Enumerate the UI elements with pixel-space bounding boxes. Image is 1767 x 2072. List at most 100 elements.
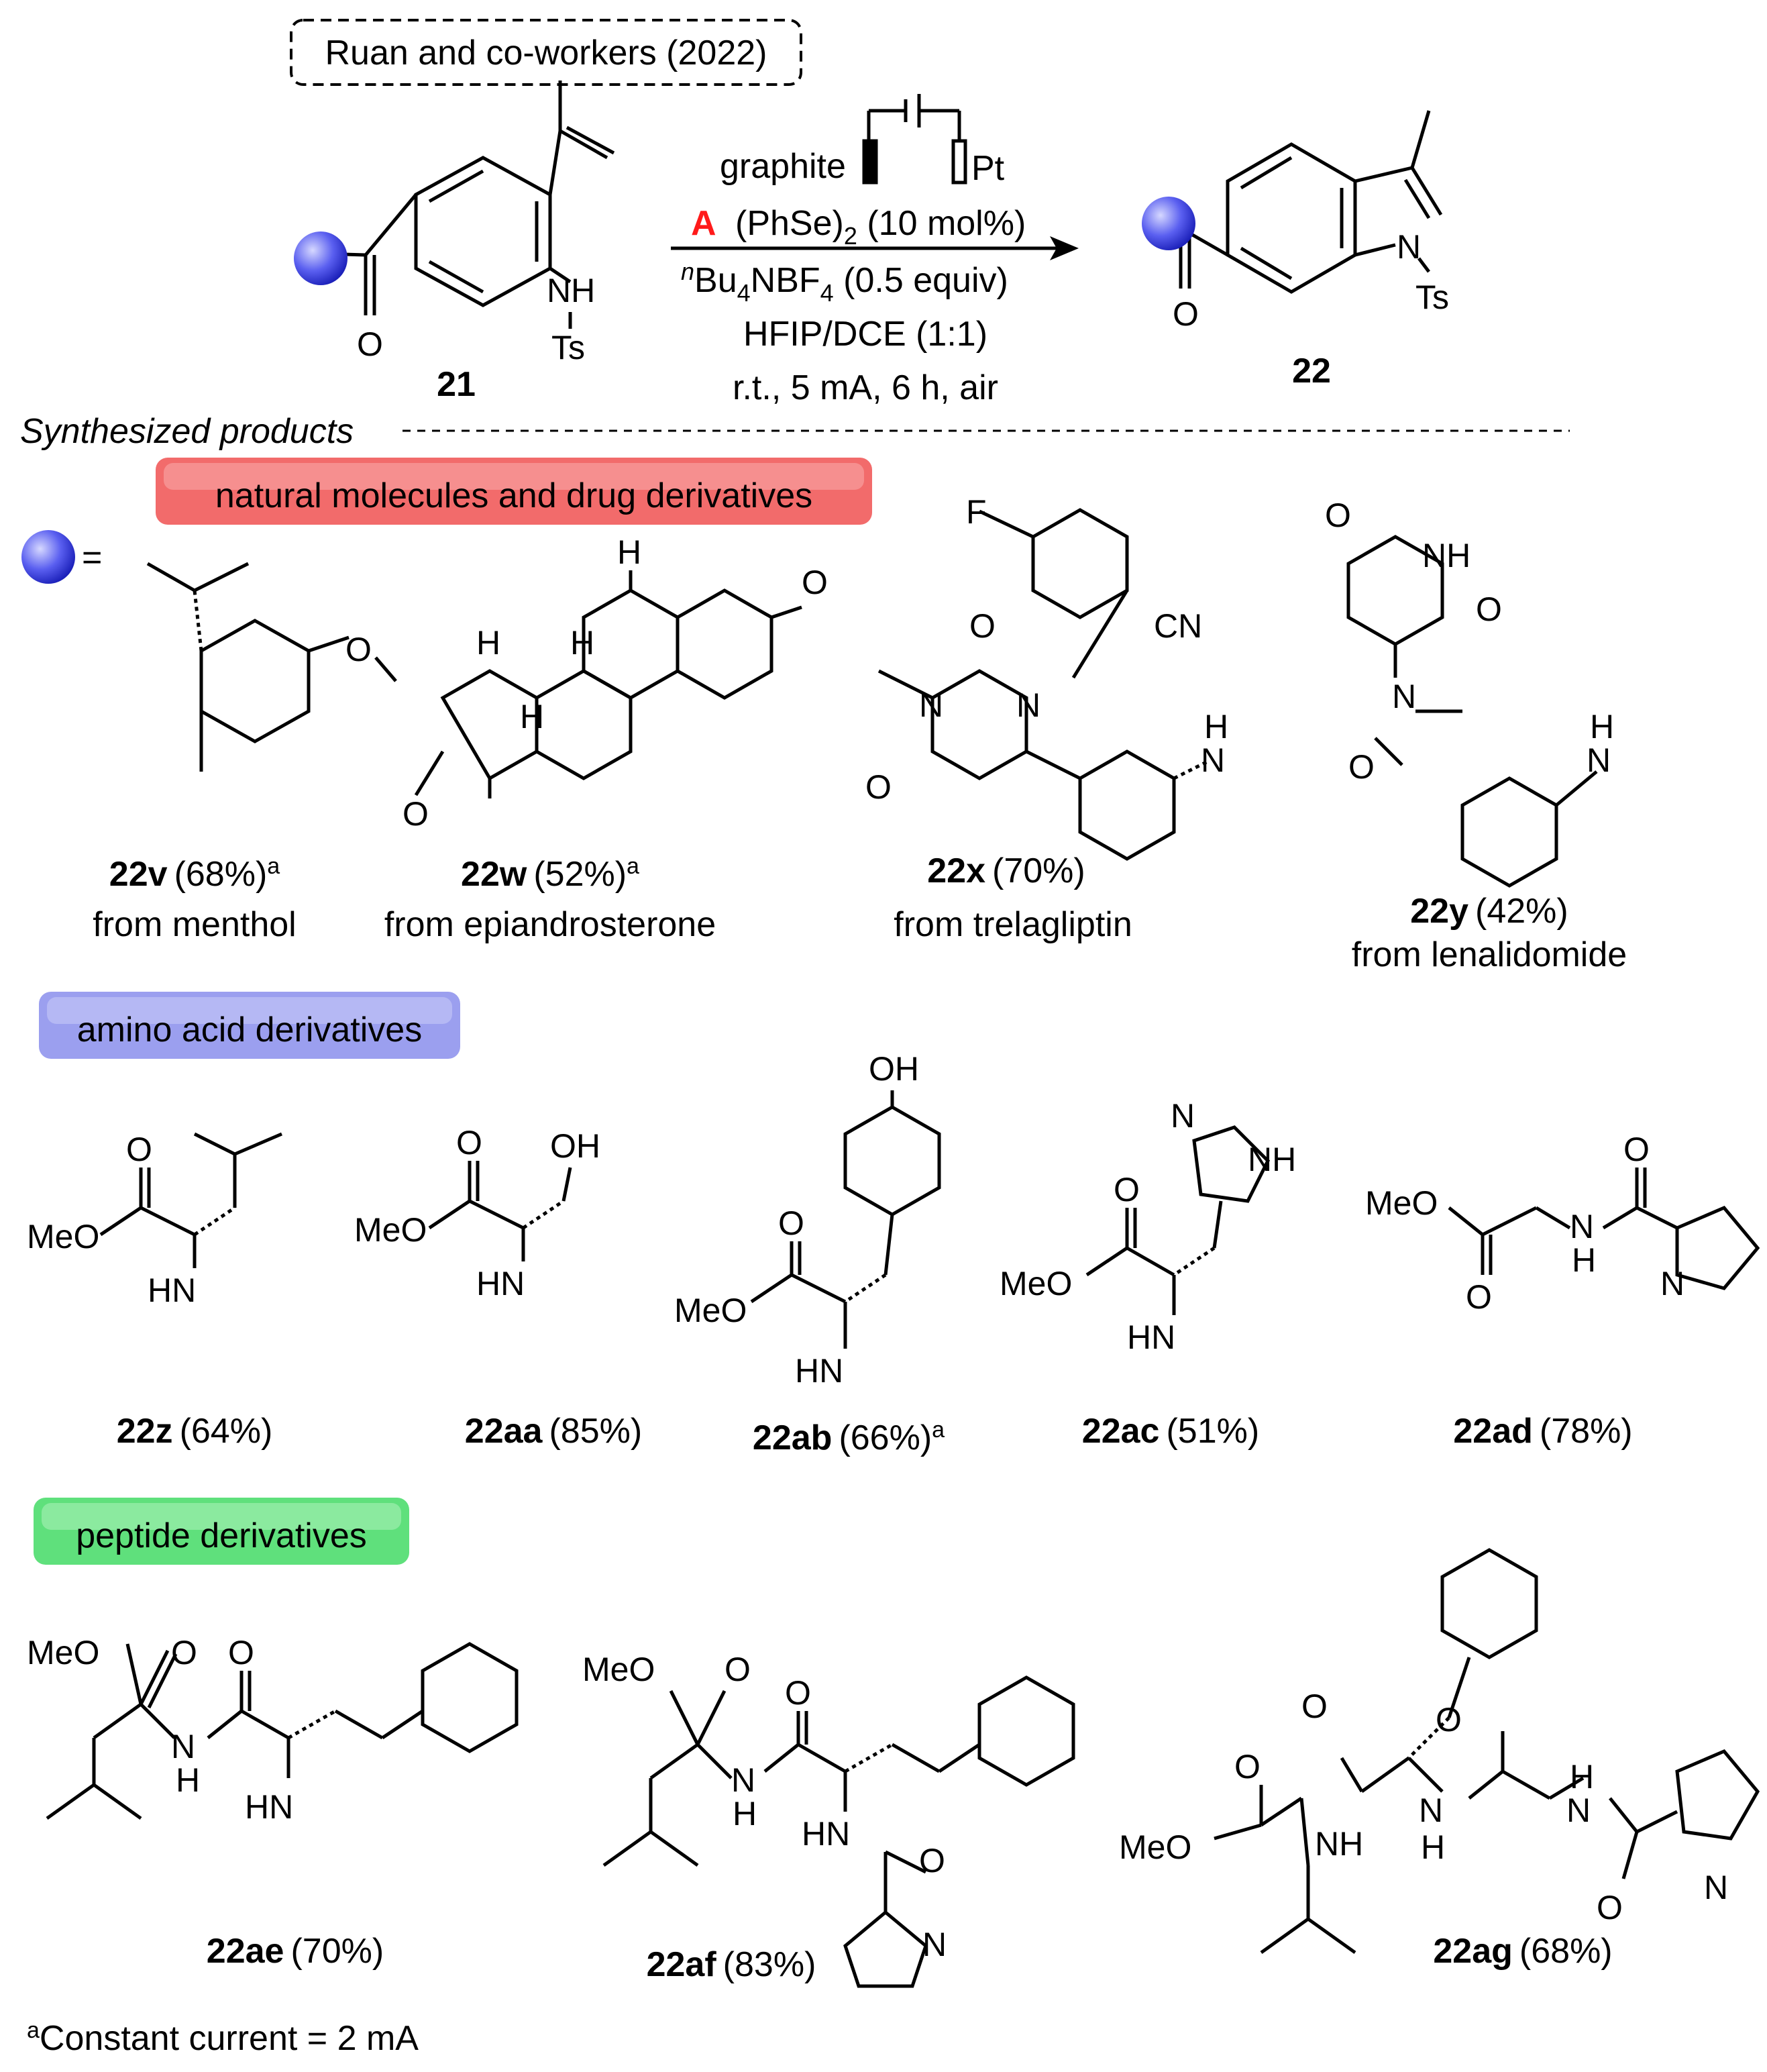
atom-o: O xyxy=(1234,1748,1261,1785)
atom-meo: MeO xyxy=(582,1651,655,1688)
atom-n: N xyxy=(1660,1265,1684,1302)
atom-h: H xyxy=(733,1795,757,1832)
atom-n: N xyxy=(1201,741,1225,779)
condition-misc: r.t., 5 mA, 6 h, air xyxy=(733,368,998,407)
atom-h: H xyxy=(1570,1758,1594,1796)
header-title: Ruan and co-workers (2022) xyxy=(325,34,767,72)
svg-text:from menthol: from menthol xyxy=(93,905,296,944)
atom-o: O xyxy=(1476,590,1502,628)
atom-hn: HN xyxy=(245,1788,293,1826)
electrode-diagram xyxy=(862,94,967,185)
condition-salt: nBu4NBF4 (0.5 equiv) xyxy=(681,258,1008,307)
atom-n: N xyxy=(1016,686,1040,724)
product-ball-icon xyxy=(1142,197,1195,250)
atom-hn: HN xyxy=(148,1272,196,1309)
atom-meo: MeO xyxy=(1000,1265,1072,1302)
atom-meo: MeO xyxy=(354,1211,427,1249)
svg-text:from epiandrosterone: from epiandrosterone xyxy=(384,905,716,944)
reactant-nh: NH xyxy=(547,272,595,309)
atom-h: H xyxy=(617,533,641,571)
atom-hn: HN xyxy=(795,1352,843,1390)
atom-cn: CN xyxy=(1154,607,1202,645)
atom-o: O xyxy=(969,607,996,645)
atom-h: H xyxy=(520,698,544,735)
product-label-22ad: 22ad(78%) xyxy=(1453,1412,1632,1451)
atom-h: H xyxy=(1572,1241,1596,1279)
atom-o: O xyxy=(345,631,372,668)
amino-structures xyxy=(99,1090,1760,1349)
atom-o: O xyxy=(1301,1688,1328,1725)
product-label-22v: 22v(68%)a from menthol xyxy=(93,853,296,944)
atom-o: O xyxy=(403,795,429,833)
atom-h: H xyxy=(176,1761,200,1799)
product-label-22ac: 22ac(51%) xyxy=(1082,1412,1259,1451)
atom-o: O xyxy=(725,1651,751,1688)
atom-n: N xyxy=(1171,1097,1195,1135)
atom-o: O xyxy=(126,1131,152,1168)
atom-n: N xyxy=(1570,1208,1594,1245)
anode-label: graphite xyxy=(720,147,846,186)
atom-o: O xyxy=(1623,1131,1650,1168)
atom-meo: MeO xyxy=(1365,1184,1438,1222)
product-label-22z: 22z(64%) xyxy=(117,1412,273,1451)
footnote: aConstant current = 2 mA xyxy=(27,2018,419,2058)
atom-n: N xyxy=(919,686,943,724)
legend-ball-icon xyxy=(21,530,75,584)
atom-n: N xyxy=(731,1761,755,1799)
svg-text:from trelagliptin: from trelagliptin xyxy=(894,905,1132,944)
atom-o: O xyxy=(1597,1889,1623,1926)
product-22 xyxy=(1177,110,1443,294)
product-label-22ab: 22ab(66%)a xyxy=(753,1417,945,1457)
svg-text:22x(70%): 22x(70%) xyxy=(927,851,1085,890)
atom-o: O xyxy=(865,768,892,806)
atom-h: H xyxy=(570,624,594,662)
atom-n: N xyxy=(1419,1792,1443,1829)
reactant-label: 21 xyxy=(437,365,476,404)
svg-text:22w(52%)a: 22w(52%)a xyxy=(461,853,639,894)
product-label-22ag: 22ag(68%) xyxy=(1433,1932,1612,1971)
atom-nh: NH xyxy=(1248,1141,1296,1178)
svg-text:from lenalidomide: from lenalidomide xyxy=(1352,935,1627,974)
atom-o: O xyxy=(778,1204,804,1242)
atom-h: H xyxy=(1421,1828,1445,1866)
atom-o: O xyxy=(456,1124,482,1161)
product-n: N xyxy=(1397,228,1421,266)
atom-o: O xyxy=(1348,748,1375,786)
atom-hn: HN xyxy=(476,1265,525,1302)
structure-22v xyxy=(146,562,397,772)
atom-nh: NH xyxy=(1422,537,1470,574)
product-o: O xyxy=(1173,295,1199,333)
structure-22w xyxy=(414,570,802,798)
atom-hn: HN xyxy=(802,1815,850,1853)
synthesized-products-heading: Synthesized products xyxy=(20,412,354,451)
peptide-banner-label: peptide derivatives xyxy=(76,1516,367,1555)
header-box xyxy=(290,19,802,86)
atom-o: O xyxy=(1325,497,1351,534)
natural-banner-label: natural molecules and drug derivatives xyxy=(215,476,812,515)
atom-n: N xyxy=(1587,741,1611,779)
substrate-ball-icon xyxy=(294,231,347,285)
atom-o: O xyxy=(802,564,828,601)
product-label-22ae: 22ae(70%) xyxy=(207,1932,384,1971)
atom-meo: MeO xyxy=(27,1218,99,1255)
svg-text:22v(68%)a: 22v(68%)a xyxy=(109,853,280,894)
atom-n: N xyxy=(1704,1869,1728,1906)
peptide-structures xyxy=(46,1548,1760,1988)
legend-equals: = xyxy=(82,538,102,577)
atom-hn: HN xyxy=(1127,1318,1175,1356)
atom-o: O xyxy=(1466,1278,1492,1316)
atom-meo: MeO xyxy=(1119,1828,1191,1866)
product-label-22y: 22y(42%) from lenalidomide xyxy=(1352,892,1627,974)
atom-h: H xyxy=(1204,708,1228,745)
atom-n: N xyxy=(1566,1792,1591,1829)
atom-nh: NH xyxy=(1315,1825,1363,1863)
atom-oh: OH xyxy=(550,1127,600,1165)
atom-meo: MeO xyxy=(674,1292,747,1329)
product-ts: Ts xyxy=(1415,278,1449,316)
atom-f: F xyxy=(966,493,987,531)
atom-o: O xyxy=(1436,1701,1462,1739)
atom-meo: MeO xyxy=(27,1634,99,1671)
atom-h: H xyxy=(1590,708,1614,745)
reactant-ts: Ts xyxy=(551,329,585,366)
